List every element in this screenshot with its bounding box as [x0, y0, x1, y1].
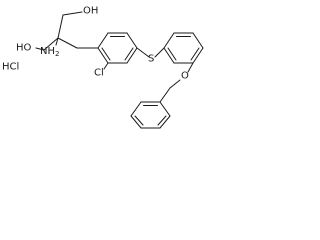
ring-b-bond-6	[163, 47, 175, 64]
ring-a-bond-3	[126, 32, 138, 49]
ring-a-double-3	[101, 47, 111, 61]
chlorophenyl-ring	[97, 32, 150, 70]
ring-a-bond-6	[97, 47, 109, 64]
benzyloxy-group	[130, 79, 181, 129]
ring-b-double-3	[167, 47, 177, 61]
ring-c-bond-6	[159, 101, 171, 117]
amine-label: NH2	[40, 46, 59, 59]
amine-main: NH	[40, 46, 55, 57]
ring-a-bond-4	[126, 47, 138, 64]
bond-o-ch2	[169, 79, 181, 89]
hydroxyl-top-label: OH	[83, 6, 98, 17]
ring-a-double-2	[124, 47, 134, 61]
ether-oxygen-label: O	[181, 71, 189, 82]
bond-c1-ch2oh-left	[43, 37, 59, 51]
chlorine-label: Cl	[94, 68, 104, 79]
bond-ring-a-cl	[103, 62, 109, 70]
bond-s-ring-b	[154, 47, 165, 58]
ring-b-double-2	[190, 47, 200, 61]
bond-ch2-oh-left	[35, 47, 45, 51]
bond-ch2-oh-top	[62, 11, 83, 16]
chemical-structure-diagram: OH HO NH2 HCl Cl S O	[2, 6, 204, 129]
ring-c-double-3	[157, 115, 167, 126]
ring-b-bond-4	[192, 47, 204, 64]
bond-ring-a-s	[136, 47, 150, 58]
ring-c-bond-2	[130, 101, 142, 117]
sulfur-label: S	[148, 54, 154, 65]
bond-c1-ch2oh-top	[57, 14, 64, 39]
ring-a-bond-1	[97, 32, 109, 49]
aminodiol-side-chain	[35, 11, 99, 51]
ring-c-double-2	[134, 115, 144, 126]
ring-c-bond-5	[159, 115, 171, 129]
amine-subscript: 2	[55, 50, 59, 58]
bond-c1-ch2-chain	[57, 37, 78, 49]
thiophenyl-ring	[154, 32, 204, 73]
hcl-salt-label: HCl	[2, 62, 19, 73]
ring-b-bond-1	[163, 32, 175, 49]
bond-ring-b-o	[187, 62, 194, 73]
bond-c1-nh2	[55, 37, 59, 46]
hydroxyl-left-label: HO	[16, 43, 32, 54]
ring-c-bond-3	[130, 115, 142, 129]
ring-b-bond-3	[192, 32, 204, 49]
bond-ch2-ring-c	[159, 87, 171, 103]
